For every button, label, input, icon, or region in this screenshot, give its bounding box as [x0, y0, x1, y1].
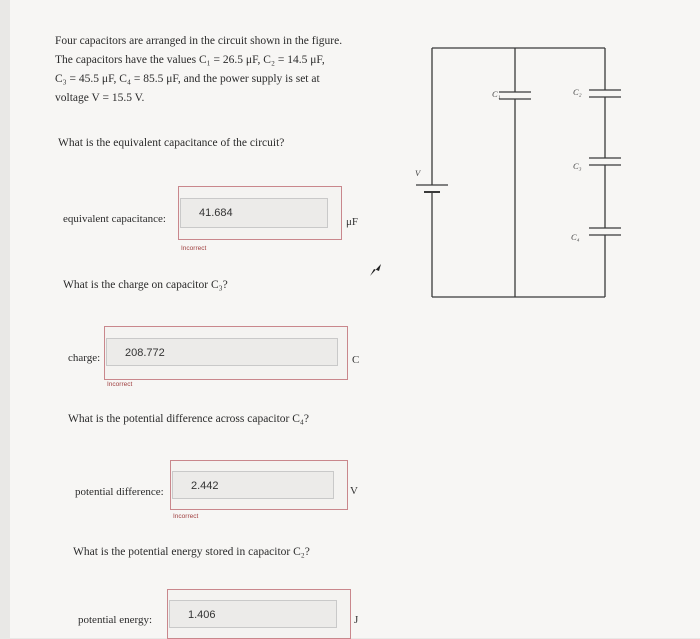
equivalent-capacitance-label: equivalent capacitance:: [63, 213, 166, 225]
c1-label: C₁: [492, 89, 501, 99]
question-3-text: What is the potential difference across …: [68, 413, 310, 425]
status-badge: Incorrect: [107, 381, 133, 388]
charge-label: charge:: [68, 352, 101, 364]
cursor-arrow-icon: [370, 264, 381, 276]
unit-label: μF: [346, 216, 359, 228]
unit-label: V: [350, 485, 358, 497]
c3-label: C₃: [573, 161, 582, 171]
c2-label: C₂: [573, 87, 582, 97]
equivalent-capacitance-input[interactable]: 41.684: [180, 198, 328, 228]
problem-line: The capacitors have the values C₁ = 26.5…: [55, 54, 325, 66]
c4-label: C₄: [571, 232, 580, 242]
problem-line: voltage V = 15.5 V.: [55, 92, 145, 104]
question-2-text: What is the charge on capacitor C₃?: [63, 279, 228, 291]
charge-input[interactable]: 208.772: [106, 338, 338, 366]
unit-label: J: [354, 614, 359, 626]
voltage-label: V: [415, 168, 422, 178]
status-badge: Incorrect: [173, 513, 199, 520]
potential-energy-input[interactable]: 1.406: [169, 600, 337, 628]
homework-page: [10, 0, 700, 638]
potential-difference-label: potential difference:: [75, 486, 164, 498]
problem-line: Four capacitors are arranged in the circ…: [55, 35, 343, 47]
potential-difference-input[interactable]: 2.442: [172, 471, 334, 499]
circuit-diagram: C₁ C₂ C₃ C₄ V: [415, 47, 621, 298]
question-1-text: What is the equivalent capacitance of th…: [58, 137, 285, 149]
problem-statement: Four capacitors are arranged in the circ…: [55, 32, 365, 108]
question-4-text: What is the potential energy stored in c…: [73, 546, 310, 558]
problem-line: C₃ = 45.5 μF, C₄ = 85.5 μF, and the powe…: [55, 73, 320, 85]
unit-label: C: [352, 354, 360, 366]
potential-energy-label: potential energy:: [78, 614, 153, 626]
status-badge: Incorrect: [181, 245, 207, 252]
